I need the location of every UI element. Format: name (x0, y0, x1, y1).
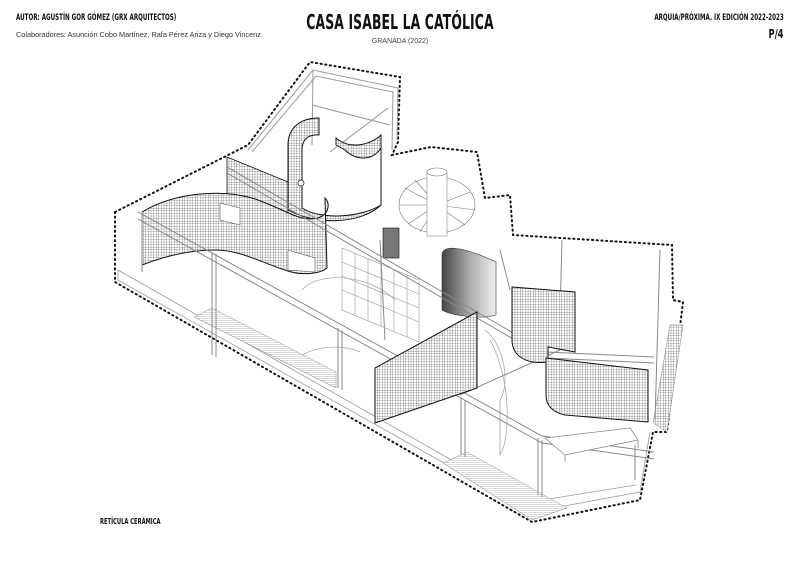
edition-label: ARQUIA/PRÓXIMA. IX EDICIÓN 2022-2023 (654, 13, 784, 23)
wall-openings (219, 202, 316, 273)
author-label: AUTOR: AGUSTÍN GOR GÓMEZ (GRX ARQUITECTO… (16, 13, 177, 23)
drawing-caption: RETÍCULA CERÁMICA (100, 517, 161, 526)
curved-wall-cylinder (441, 247, 497, 318)
door-panel (382, 227, 400, 259)
ceramic-lattice-cylinder (287, 117, 382, 222)
ceramic-lattice-wavy-wall (141, 192, 329, 275)
curved-partitions (301, 277, 508, 457)
porthole-window (297, 179, 305, 187)
ceramic-lattice-lower-wall (545, 357, 649, 423)
ceramic-lattice-panel (374, 311, 478, 424)
terrace-deck (544, 427, 639, 462)
spiral-staircase (398, 167, 476, 237)
ceramic-lattice-right-wall (511, 286, 576, 364)
paving-strips (193, 307, 684, 521)
site-outline (114, 60, 685, 524)
location-label: GRANADA (2022) (371, 38, 429, 45)
upper-wing-frame (247, 69, 399, 153)
sheet-title: CASA ISABEL LA CATÓLICA (306, 10, 494, 34)
page-number: P/4 (768, 27, 784, 41)
collaborators-label: Colaboradores: Asunción Cobo Martínez, R… (16, 30, 261, 39)
